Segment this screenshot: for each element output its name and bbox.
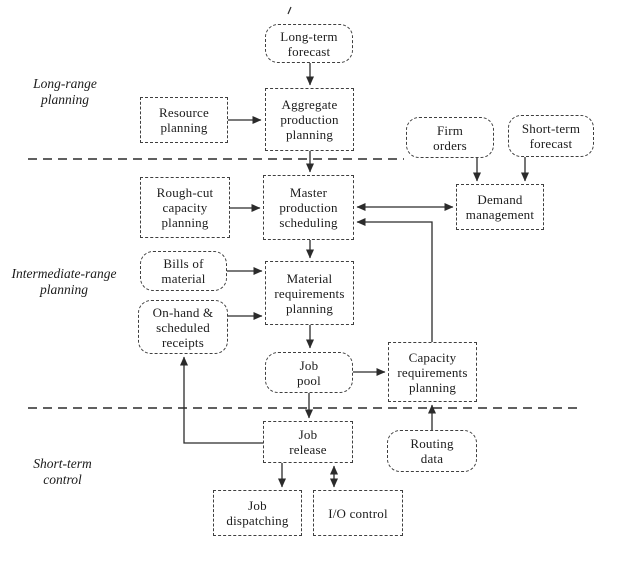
box-job-dispatching-label: Job dispatching bbox=[226, 498, 289, 528]
box-rough-cut-capacity-planning: Rough-cut capacity planning bbox=[140, 177, 230, 238]
box-short-term-forecast: Short-term forecast bbox=[508, 115, 594, 157]
box-firm-orders: Firm orders bbox=[406, 117, 494, 158]
box-master-production-scheduling: Master production scheduling bbox=[263, 175, 354, 240]
box-material-requirements-planning: Material requirements planning bbox=[265, 261, 354, 325]
box-routing-data: Routing data bbox=[387, 430, 477, 472]
box-capacity-requirements-planning: Capacity requirements planning bbox=[388, 342, 477, 402]
box-job-pool: Job pool bbox=[265, 352, 353, 393]
box-bills-of-material-label: Bills of material bbox=[161, 256, 206, 286]
box-resource-planning-label: Resource planning bbox=[159, 105, 209, 135]
box-rough-cut-capacity-planning-label: Rough-cut capacity planning bbox=[156, 185, 214, 230]
box-master-production-scheduling-label: Master production scheduling bbox=[279, 185, 338, 230]
stage-label-short-term-control: Short-term control bbox=[33, 456, 92, 487]
box-on-hand-scheduled-receipts-label: On-hand & scheduled receipts bbox=[152, 304, 214, 350]
box-capacity-requirements-planning-label: Capacity requirements planning bbox=[397, 349, 468, 395]
box-job-release-label: Job release bbox=[289, 427, 327, 457]
box-long-term-forecast-label: Long-term forecast bbox=[280, 28, 338, 59]
stage-label-intermediate-range-planning: Intermediate-range planning bbox=[11, 266, 117, 297]
box-firm-orders-label: Firm orders bbox=[433, 122, 467, 153]
box-demand-management-label: Demand management bbox=[465, 192, 535, 222]
box-aggregate-production-planning-label: Aggregate production planning bbox=[280, 97, 339, 142]
stage-label-long-range-planning: Long-range planning bbox=[33, 76, 97, 107]
scan-artifact-mark bbox=[287, 6, 292, 15]
box-job-pool-label: Job pool bbox=[297, 357, 321, 388]
box-io-control-label: I/O control bbox=[328, 505, 388, 521]
arrow-jobrelease-to-onhand bbox=[180, 356, 263, 444]
box-long-term-forecast: Long-term forecast bbox=[265, 24, 353, 63]
box-io-control: I/O control bbox=[313, 490, 403, 536]
arrow-crp-to-mps bbox=[356, 218, 433, 342]
box-job-release: Job release bbox=[263, 421, 353, 463]
box-material-requirements-planning-label: Material requirements planning bbox=[274, 270, 345, 316]
box-bills-of-material: Bills of material bbox=[140, 251, 227, 291]
box-job-dispatching: Job dispatching bbox=[213, 490, 302, 536]
box-short-term-forecast-label: Short-term forecast bbox=[521, 121, 581, 151]
box-resource-planning: Resource planning bbox=[140, 97, 228, 143]
box-on-hand-scheduled-receipts: On-hand & scheduled receipts bbox=[138, 300, 228, 354]
box-routing-data-label: Routing data bbox=[410, 436, 454, 466]
box-demand-management: Demand management bbox=[456, 184, 544, 230]
box-aggregate-production-planning: Aggregate production planning bbox=[265, 88, 354, 151]
